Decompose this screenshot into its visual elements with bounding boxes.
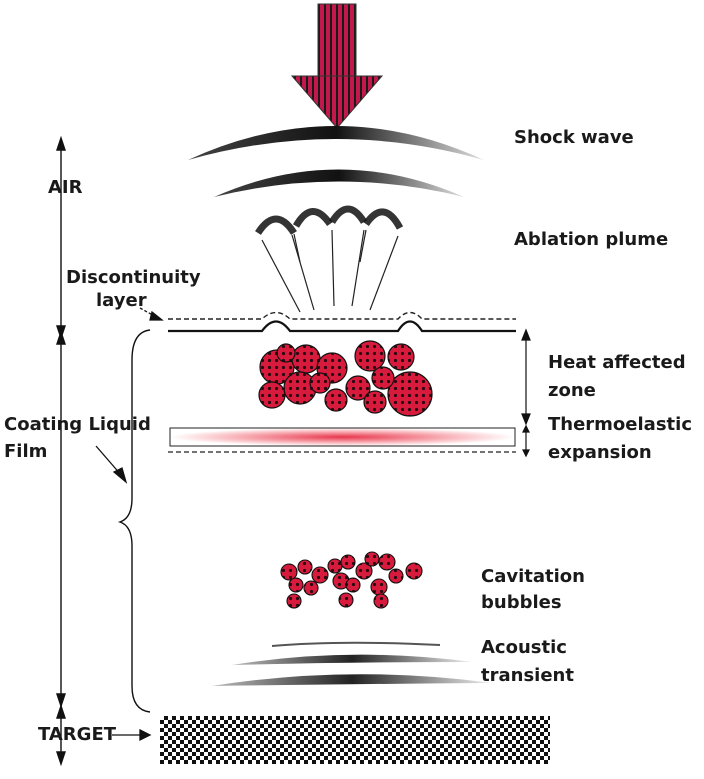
heat-affected-label-line1: Heat affected xyxy=(548,352,686,373)
acoustic-label-line1: Acoustic xyxy=(481,637,567,658)
discontinuity-label-line1: Discontinuity xyxy=(66,267,201,288)
target-label: TARGET xyxy=(38,724,117,745)
target-substrate xyxy=(160,716,550,764)
left-axis xyxy=(56,135,66,767)
shock-wave-fronts xyxy=(188,126,484,197)
coating-film-label-line2: Film xyxy=(4,441,48,462)
laser-beam-arrow xyxy=(290,3,384,129)
right-dimension-arrows xyxy=(521,328,531,458)
coating-film-brace xyxy=(117,329,151,713)
thermoelastic-label-line2: expansion xyxy=(548,442,652,463)
ablation-plume xyxy=(255,205,404,313)
discontinuity-label-line2: layer xyxy=(96,290,147,311)
coating-film-label-line1: Coating Liquid xyxy=(4,414,151,435)
acoustic-transient-waves xyxy=(212,641,492,686)
acoustic-label-line2: transient xyxy=(481,665,574,686)
cavitation-bubbles xyxy=(280,551,423,609)
air-label: AIR xyxy=(48,177,83,198)
cavitation-label-line2: bubbles xyxy=(481,592,562,613)
heat-affected-label-line2: zone xyxy=(548,380,596,401)
thermoelastic-band xyxy=(168,427,516,453)
shock-wave-label: Shock wave xyxy=(514,127,634,148)
thermoelastic-label-line1: Thermoelastic xyxy=(548,414,692,435)
heat-affected-bubbles xyxy=(258,340,433,417)
cavitation-label-line1: Cavitation xyxy=(481,566,585,587)
pointer-arrows xyxy=(95,307,164,742)
ablation-plume-label: Ablation plume xyxy=(514,229,669,250)
liquid-surface xyxy=(168,311,516,333)
